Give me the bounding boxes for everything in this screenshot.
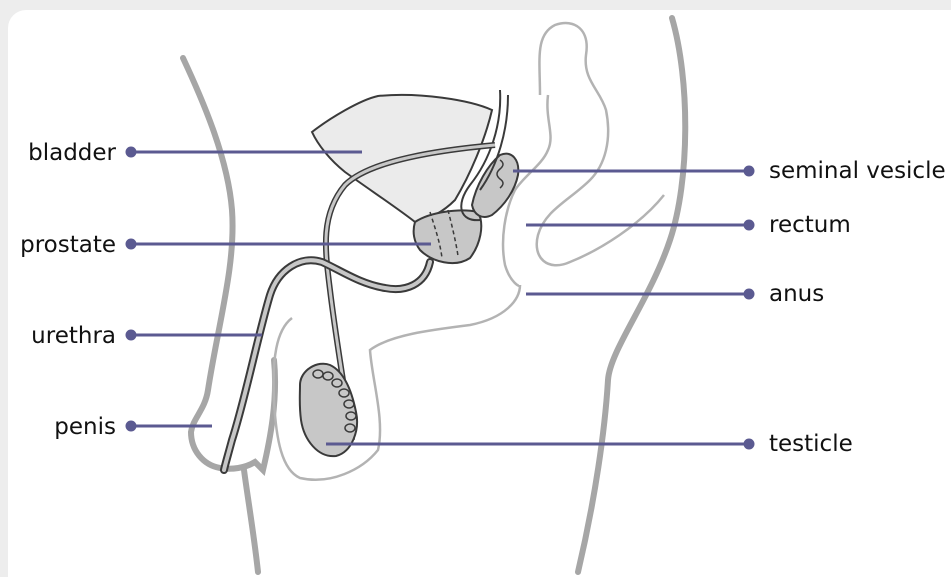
prostate-shape xyxy=(414,210,482,263)
label-penis: penis xyxy=(0,416,116,439)
leg-front-outline xyxy=(244,470,258,572)
leader-dot-urethra xyxy=(127,331,135,339)
testicle-shape xyxy=(300,364,357,456)
leader-dot-seminal-vesicle xyxy=(745,167,753,175)
leader-dot-anus xyxy=(745,290,753,298)
leader-dot-prostate xyxy=(127,240,135,248)
label-testicle: testicle xyxy=(769,433,853,456)
leader-dot-penis xyxy=(127,422,135,430)
label-seminal-vesicle: seminal vesicle xyxy=(769,160,946,183)
leader-dot-rectum xyxy=(745,221,753,229)
leader-dot-testicle xyxy=(745,440,753,448)
label-anus: anus xyxy=(769,283,824,306)
label-bladder: bladder xyxy=(0,142,116,165)
rectum-outline xyxy=(537,23,664,265)
leader-dot-bladder xyxy=(127,148,135,156)
label-urethra: urethra xyxy=(0,325,116,348)
body-front-outline xyxy=(183,58,275,470)
label-prostate: prostate xyxy=(0,234,116,257)
label-rectum: rectum xyxy=(769,214,851,237)
